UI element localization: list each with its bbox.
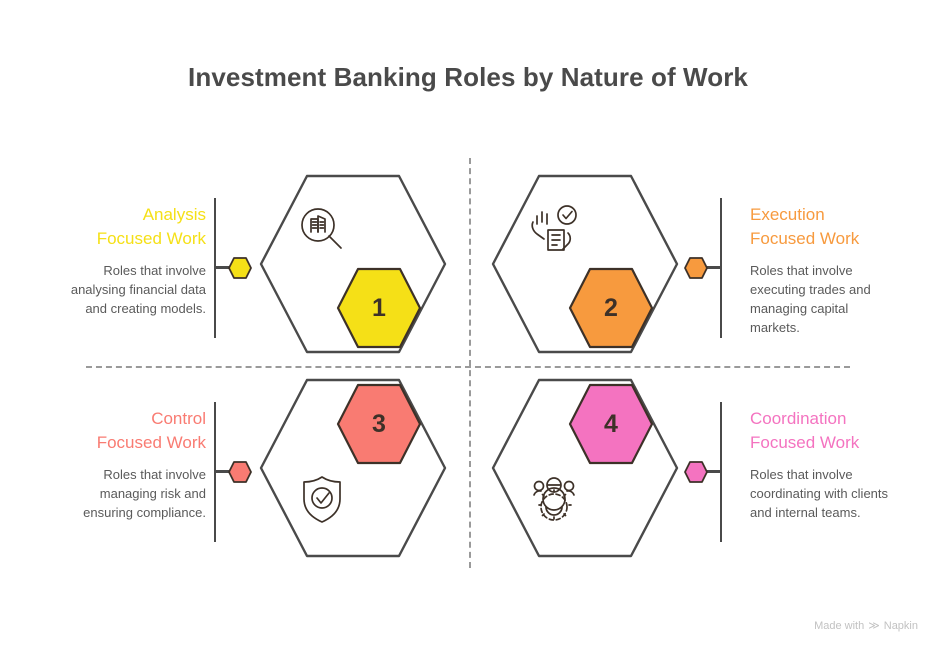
outer-hexagon-outline: [259, 174, 447, 354]
quadrant-heading: Execution Focused Work: [750, 203, 898, 251]
marker-hexagon: [228, 461, 252, 483]
hexagon-cluster: 4: [490, 377, 680, 559]
vertical-divider: [469, 158, 471, 568]
quadrant-text-block: Control Focused Work Roles that involve …: [58, 407, 206, 522]
team-gear-icon: [533, 477, 575, 521]
quadrant-heading-line2: Focused Work: [750, 229, 860, 248]
quadrant-number: 2: [604, 293, 618, 322]
connector-stub: [216, 266, 234, 269]
number-hexagon: 1: [336, 267, 422, 349]
napkin-logo-icon: ≫: [868, 619, 880, 632]
document-magnifier-icon: [301, 208, 342, 249]
shield-check-icon: [303, 476, 341, 523]
hexagon-cluster: 1: [258, 173, 448, 355]
quadrant-execution[interactable]: Execution Focused Work Roles that involv…: [468, 165, 936, 370]
quadrant-number: 3: [372, 409, 386, 438]
quadrant-coordination[interactable]: Coordination Focused Work Roles that inv…: [468, 369, 936, 574]
horizontal-divider: [86, 366, 850, 368]
connector-stub: [704, 470, 722, 473]
number-hexagon-shape: [336, 383, 422, 465]
connector-bar: [214, 402, 216, 542]
number-hexagon: 2: [568, 267, 654, 349]
hand-document-check-icon: [531, 205, 577, 251]
outer-hexagon-outline: [259, 378, 447, 558]
quadrant-text-block: Coordination Focused Work Roles that inv…: [750, 407, 898, 522]
number-hexagon-shape: [568, 383, 654, 465]
quadrant-description: Roles that involve coordinating with cli…: [750, 467, 889, 520]
quadrant-description: Roles that involve managing risk and ens…: [83, 467, 206, 520]
watermark-prefix: Made with: [814, 620, 865, 632]
marker-hexagon: [684, 461, 708, 483]
marker-hexagon: [684, 257, 708, 279]
number-hexagon-shape: [336, 267, 422, 349]
quadrant-heading-line2: Focused Work: [750, 433, 860, 452]
quadrant-heading-line2: Focused Work: [96, 433, 206, 452]
quadrant-heading: Analysis Focused Work: [58, 203, 206, 251]
number-hexagon-shape: [568, 267, 654, 349]
number-hexagon: 3: [336, 383, 422, 465]
quadrant-number: 1: [372, 293, 386, 322]
quadrant-heading: Control Focused Work: [58, 407, 206, 455]
quadrant-number: 4: [604, 409, 618, 438]
marker-hexagon: [228, 257, 252, 279]
quadrant-heading-line2: Focused Work: [96, 229, 206, 248]
watermark: Made with ≫ Napkin: [814, 620, 918, 632]
quadrant-analysis[interactable]: Analysis Focused Work Roles that involve…: [0, 165, 468, 370]
connector-bar: [214, 198, 216, 338]
quadrant-description: Roles that involve executing trades and …: [750, 263, 871, 335]
quadrant-heading-line1: Coordination: [750, 409, 847, 428]
quadrant-text-block: Execution Focused Work Roles that involv…: [750, 203, 898, 337]
outer-hexagon-outline: [491, 378, 679, 558]
hexagon-cluster: 3: [258, 377, 448, 559]
quadrant-description: Roles that involve analysing financial d…: [70, 263, 206, 316]
watermark-brand: Napkin: [883, 620, 918, 632]
number-hexagon: 4: [568, 383, 654, 465]
quadrant-text-block: Analysis Focused Work Roles that involve…: [58, 203, 206, 318]
hexagon-cluster: 2: [490, 173, 680, 355]
quadrant-heading: Coordination Focused Work: [750, 407, 898, 455]
quadrant-heading-line1: Control: [151, 409, 206, 428]
page-title: Investment Banking Roles by Nature of Wo…: [188, 62, 748, 92]
outer-hexagon-outline: [491, 174, 679, 354]
quadrant-heading-line1: Execution: [750, 205, 825, 224]
connector-stub: [216, 470, 234, 473]
quadrant-heading-line1: Analysis: [142, 205, 206, 224]
connector-stub: [704, 266, 722, 269]
quadrant-control[interactable]: Control Focused Work Roles that involve …: [0, 369, 468, 574]
